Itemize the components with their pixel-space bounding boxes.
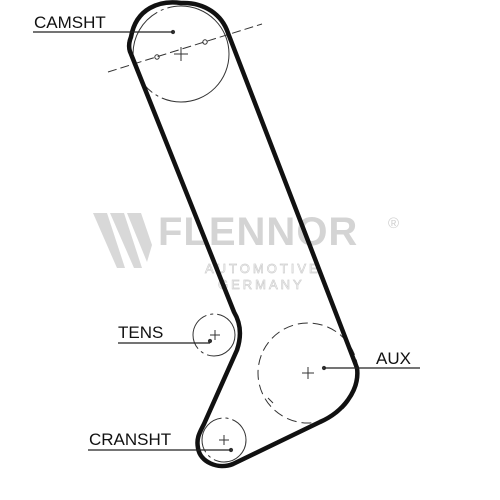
crankshaft-label: CRANSHT — [89, 430, 171, 449]
timing-belt — [126, 0, 360, 469]
watermark-line1: AUTOMOTIVE — [205, 261, 321, 276]
crankshaft-center-mark — [219, 435, 234, 453]
watermark-line2: GERMANY — [218, 277, 305, 292]
tensioner-pulley — [192, 313, 236, 357]
flennor-logo-icon — [93, 213, 152, 268]
auxiliary-tick — [267, 397, 274, 404]
auxiliary-center-mark — [302, 365, 327, 379]
crankshaft-pulley — [201, 417, 247, 463]
flennor-watermark: FLENNOR ® AUTOMOTIVE GERMANY — [93, 210, 399, 292]
auxiliary-label: AUX — [376, 349, 411, 368]
watermark-brand: FLENNOR — [158, 210, 358, 254]
watermark-registered: ® — [388, 215, 399, 232]
camshaft-label: CAMSHT — [34, 13, 106, 32]
tensioner-center-mark — [207, 330, 220, 344]
tensioner-label: TENS — [118, 323, 163, 342]
